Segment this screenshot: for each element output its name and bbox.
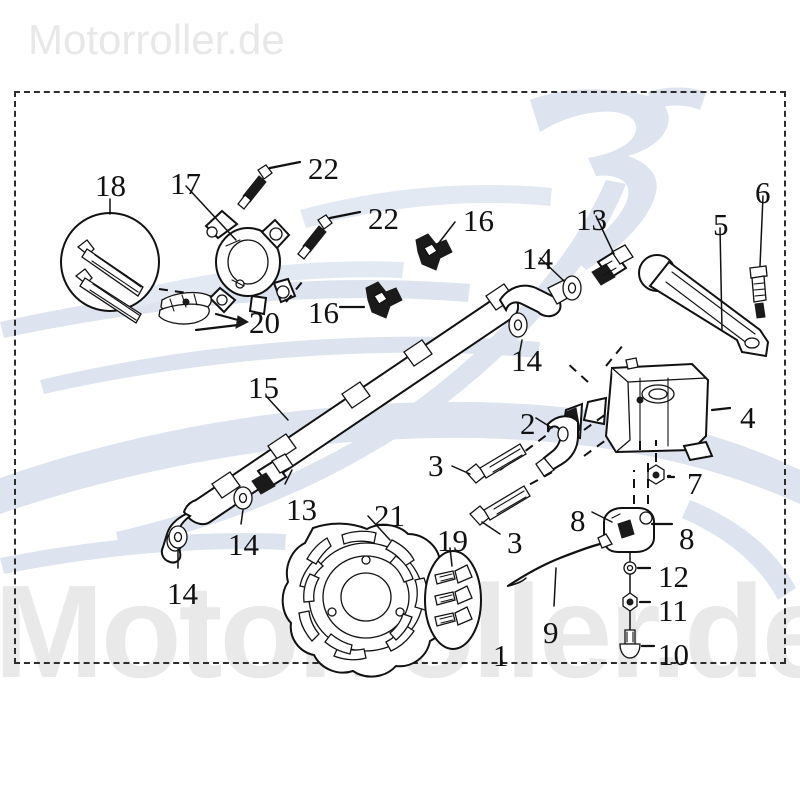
leader-22-lower xyxy=(328,210,362,220)
part-8-brake-light-switch xyxy=(597,507,655,553)
callout-16-hose-clamp-right: 16 xyxy=(463,203,494,238)
part-16-clamp-right xyxy=(415,233,453,271)
part-19-disc-bolts-detail xyxy=(424,550,482,650)
leader-14-mid xyxy=(518,339,523,357)
leader-22-upper xyxy=(268,160,302,170)
part-14-washer-mid xyxy=(508,312,528,338)
leader-22-dash xyxy=(285,281,303,303)
leader-20-b xyxy=(194,323,240,332)
callout-14-sealing-washer-mid: 14 xyxy=(511,343,542,378)
leader-3-lower xyxy=(481,521,501,535)
leader-17 xyxy=(185,185,237,241)
part-13-banjo-upper xyxy=(591,244,634,286)
callout-17-brake-caliper: 17 xyxy=(170,166,201,201)
leader-2-dash2 xyxy=(583,413,607,457)
leader-9 xyxy=(553,567,557,607)
leader-16-right xyxy=(437,221,456,245)
leader-14-upper xyxy=(539,257,565,282)
part-12-washer xyxy=(623,561,637,575)
leader-14-hose-mid xyxy=(240,509,244,525)
callout-10-switch-screw: 10 xyxy=(658,637,689,672)
leader-15 xyxy=(265,395,289,421)
callout-2-clamp-bracket: 2 xyxy=(520,406,536,441)
callout-20-brake-pads: 20 xyxy=(249,305,280,340)
leader-4 xyxy=(710,406,732,412)
callout-21-brake-disc: 21 xyxy=(374,498,405,533)
callout-19-disc-bolts-detail: 19 xyxy=(437,523,468,558)
callout-8-brake-light-switch-right: 8 xyxy=(679,521,695,556)
leader-5 xyxy=(719,227,723,331)
leader-3-upper xyxy=(451,465,471,475)
leader-4-dash xyxy=(565,343,625,383)
leader-21 xyxy=(367,515,391,541)
leader-13-lower xyxy=(284,469,293,485)
part-9-switch-wire xyxy=(506,542,602,588)
callout-13-banjo-bolt-lower: 13 xyxy=(286,492,317,527)
part-17-brake-caliper xyxy=(204,209,297,316)
callout-7-reservoir-nut: 7 xyxy=(687,466,703,501)
leader-2 xyxy=(535,417,553,429)
part-14-washer-hose-end xyxy=(168,525,188,549)
part-20-brake-pads xyxy=(158,291,212,325)
callout-12-switch-washer: 12 xyxy=(658,559,689,594)
part-2-clamp-bracket xyxy=(535,415,579,477)
part-22-lower xyxy=(297,214,333,260)
header-watermark: Motorroller.de xyxy=(28,16,285,63)
part-13-banjo-lower xyxy=(251,453,294,495)
callout-16-hose-clamp-left: 16 xyxy=(308,295,339,330)
part-21-brake-disc xyxy=(281,522,453,678)
part-14-washer-upper xyxy=(562,275,582,301)
callout-18-caliper-mounting-bolts-detail: 18 xyxy=(95,168,126,203)
callout-8-brake-light-switch-left: 8 xyxy=(570,503,586,538)
callout-3-clamp-bolt-lower: 3 xyxy=(507,525,523,560)
disc-bolt-2 xyxy=(434,585,473,606)
callout-15-brake-hose: 15 xyxy=(248,370,279,405)
callout-13-banjo-bolt-upper: 13 xyxy=(576,202,607,237)
disc-bolt-1 xyxy=(434,564,473,585)
part-7-nut xyxy=(647,464,665,485)
part-16-clamp-left xyxy=(365,281,403,319)
part-14-washer-hose-mid xyxy=(233,486,253,510)
callout-9-switch-wire: 9 xyxy=(543,615,559,650)
part-4-master-cylinder xyxy=(560,357,714,462)
callout-5-brake-lever: 5 xyxy=(713,207,729,242)
disc-bolt-3 xyxy=(434,606,473,627)
part-10-screw xyxy=(619,629,641,659)
part-18-bolt-detail-circle xyxy=(60,212,160,324)
part-6-pivot-bolt xyxy=(749,265,768,319)
callout-14-sealing-washer-upper: 14 xyxy=(522,241,553,276)
part-22-bleeder-upper xyxy=(237,164,273,210)
callout-4-master-cylinder: 4 xyxy=(740,400,756,435)
part-3-bolt-upper xyxy=(465,443,527,484)
leader-8-dash xyxy=(633,462,649,504)
leader-20-a xyxy=(214,312,240,322)
callout-11-switch-nut: 11 xyxy=(658,593,688,628)
part-3-bolt-lower xyxy=(469,485,531,526)
callout-6-lever-pivot-bolt: 6 xyxy=(755,175,771,210)
callout-14-sealing-washer-hose-mid: 14 xyxy=(228,527,259,562)
leader-13-upper xyxy=(595,215,615,255)
leader-6 xyxy=(759,195,764,267)
callout-14-sealing-washer-hose-end: 14 xyxy=(167,576,198,611)
leader-7-dash xyxy=(639,440,657,462)
callout-22-bleeder-valve-lower: 22 xyxy=(368,201,399,236)
part-5-brake-lever xyxy=(638,254,770,358)
leader-8-left xyxy=(591,511,613,523)
callout-3-clamp-bolt-upper: 3 xyxy=(428,448,444,483)
callout-22-bleeder-valve-upper: 22 xyxy=(308,151,339,186)
part-11-nut xyxy=(622,592,638,612)
callout-1-complete-assembly: 1 xyxy=(493,638,509,673)
leader-19 xyxy=(449,547,453,567)
